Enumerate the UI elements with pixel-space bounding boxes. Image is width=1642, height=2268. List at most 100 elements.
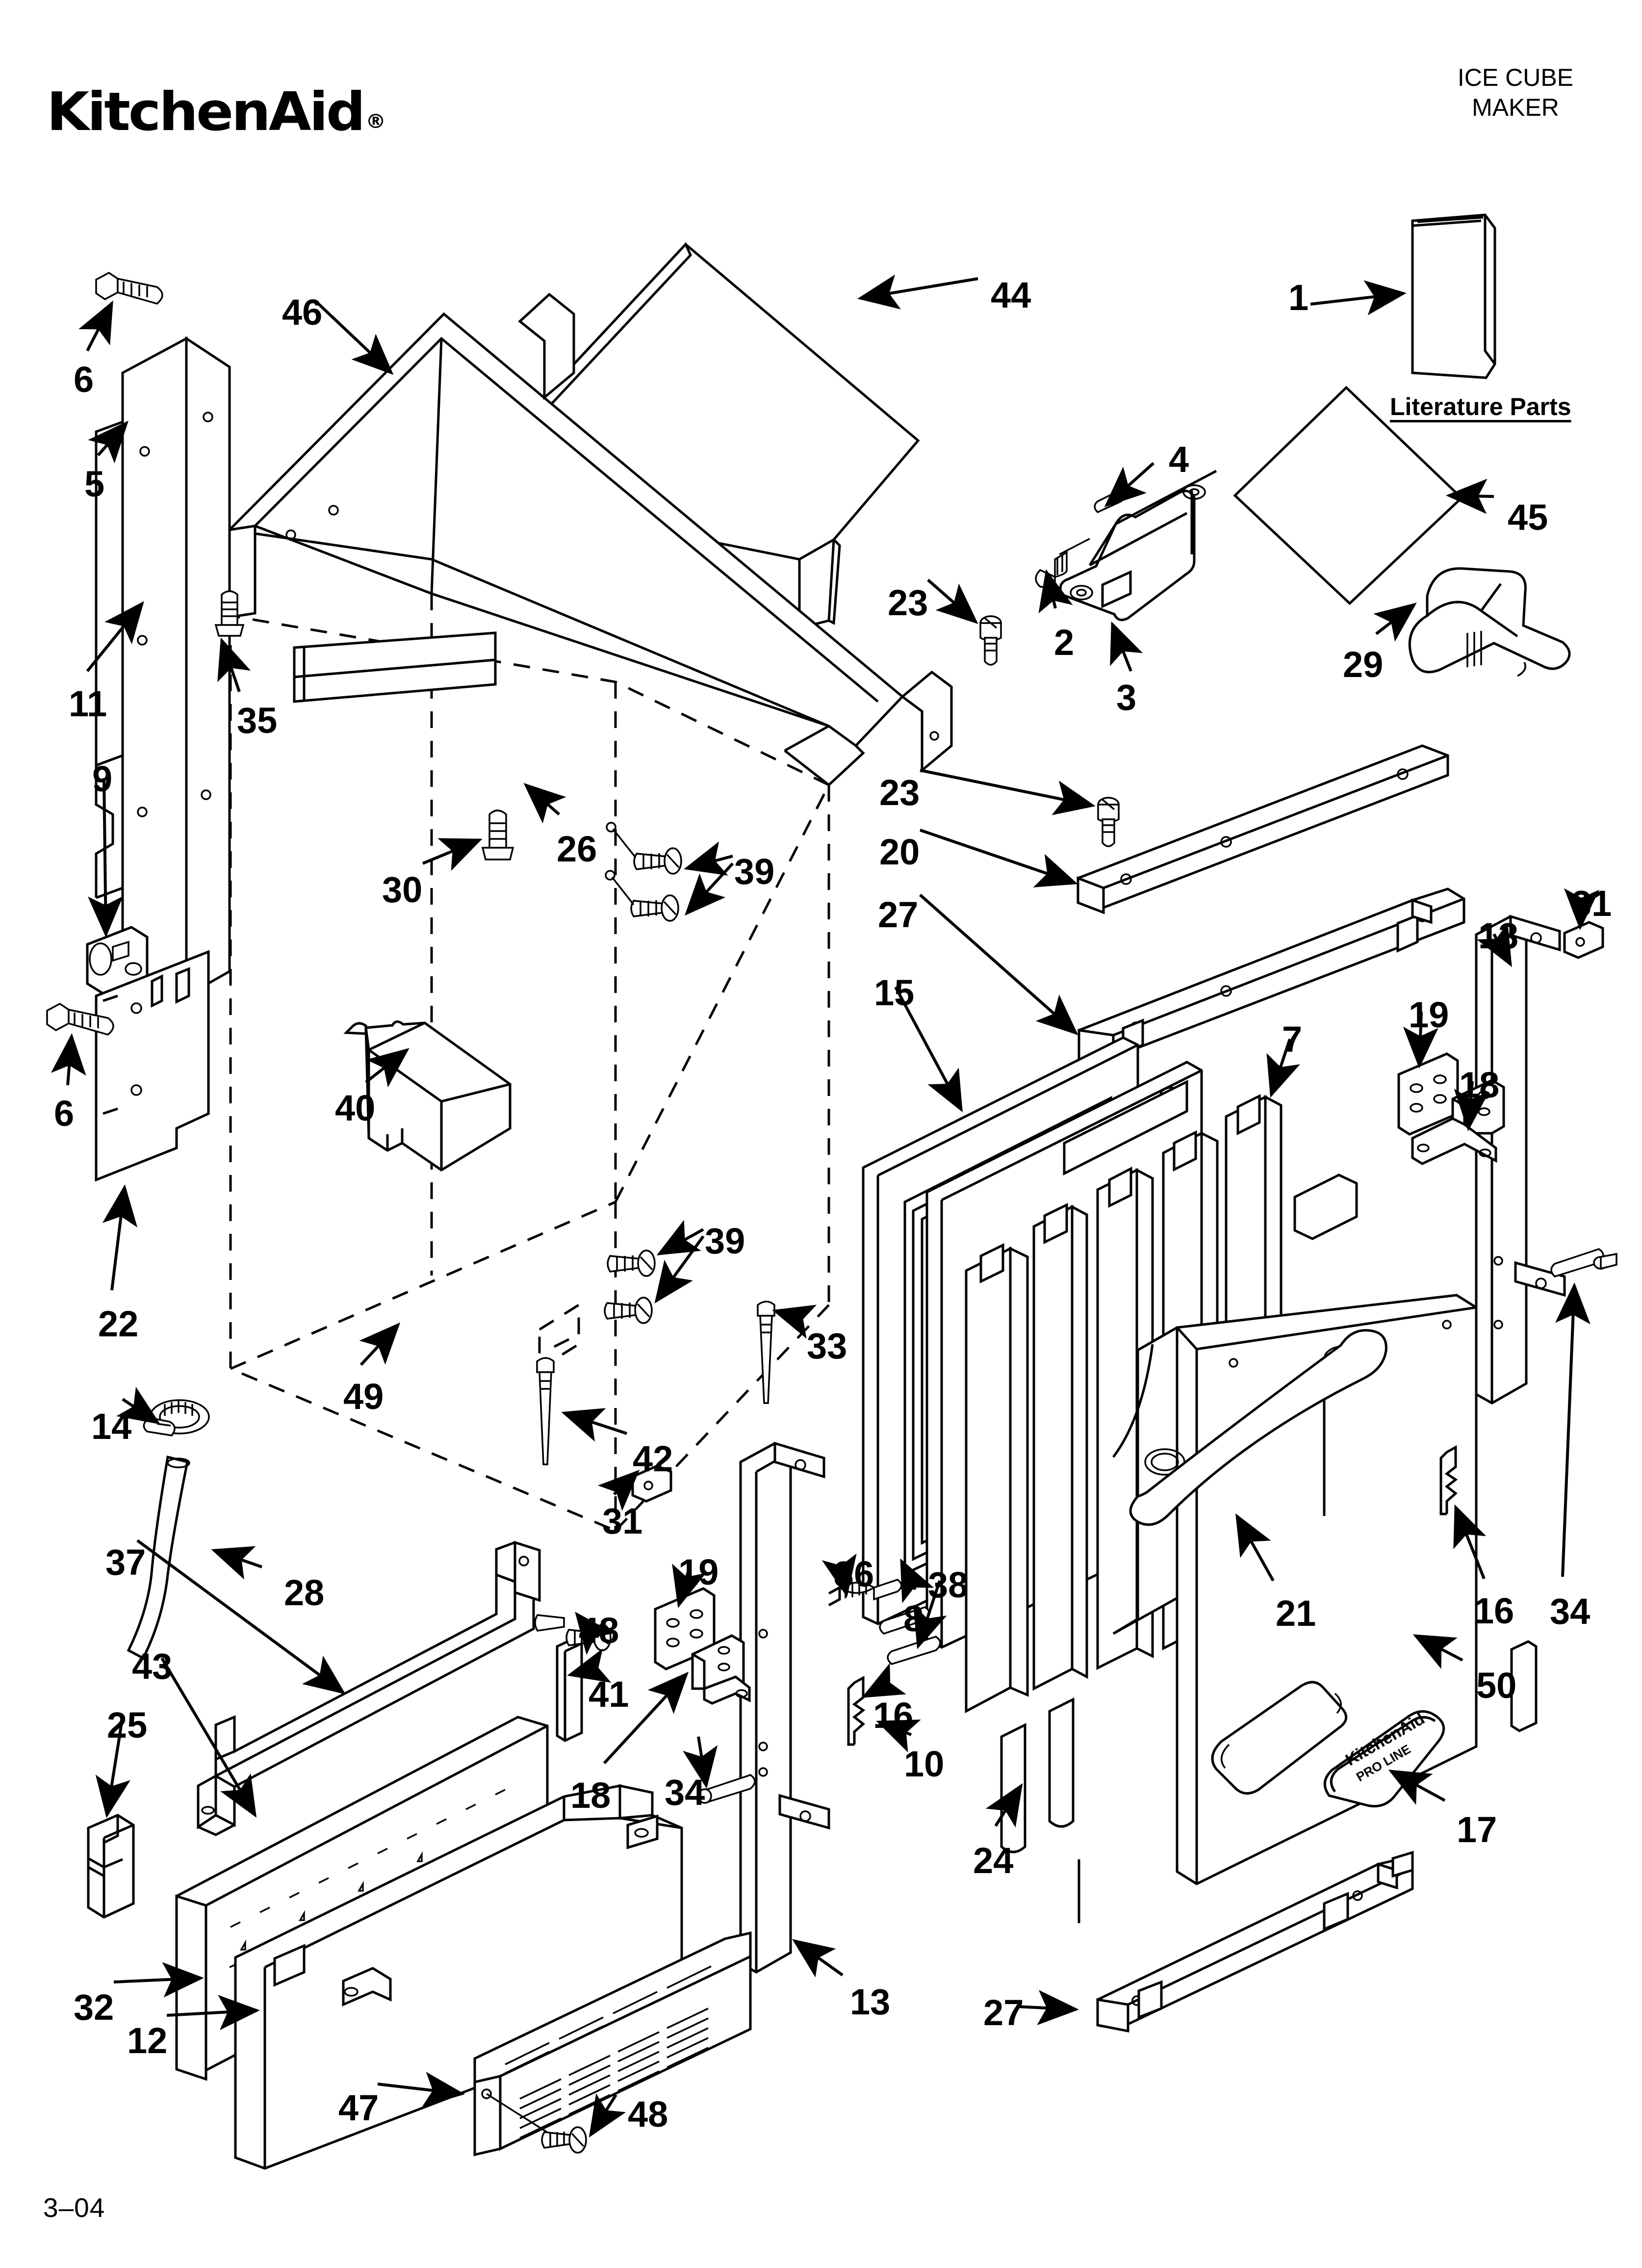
callout-nameplate-badge: 17 bbox=[1457, 1809, 1497, 1850]
part-screw-top-rear bbox=[979, 615, 1002, 666]
callout-side-trim-left: 5 bbox=[84, 464, 105, 504]
callout-lower-rail: 27 bbox=[878, 894, 919, 935]
callout-door-inner-trim: 24 bbox=[973, 1840, 1014, 1881]
callout-dowel-pin: 8 bbox=[903, 1598, 924, 1639]
part-screw-grille-lower bbox=[541, 2126, 587, 2154]
part-trim-strip-right bbox=[1510, 1640, 1538, 1732]
part-hinge-clip-upper bbox=[1563, 921, 1604, 959]
callout-hinge-clip-mid: 16 bbox=[873, 1695, 914, 1736]
part-bottom-rail bbox=[1078, 1851, 1414, 2033]
part-louvered-grille bbox=[473, 1931, 752, 2157]
part-hose-retainer bbox=[1408, 567, 1571, 677]
part-trim-strip bbox=[556, 1637, 583, 1742]
callout-roller-catch: 9 bbox=[92, 758, 113, 799]
part-clip-retainer bbox=[847, 1675, 866, 1746]
callout-screws-pair-lower: 39 bbox=[705, 1221, 745, 1261]
part-door-outer-panel bbox=[1112, 1294, 1478, 1885]
callout-side-panel-left: 22 bbox=[98, 1303, 139, 1344]
callout-screw-lower: 6 bbox=[54, 1093, 75, 1134]
callout-trim-strip: 41 bbox=[589, 1674, 629, 1715]
callout-screw-grille-lower: 48 bbox=[628, 2094, 668, 2135]
callout-insulation-assembly: 43 bbox=[132, 1646, 173, 1687]
callout-screw-pan: 42 bbox=[633, 1438, 673, 1479]
part-nameplate-badge: KitchenAid PRO LINE bbox=[1323, 1709, 1445, 1808]
callout-screw-grille-upper: 48 bbox=[579, 1610, 619, 1651]
callout-kick-panel: 12 bbox=[127, 2020, 168, 2061]
callout-hinge-post-right: 13 bbox=[1478, 915, 1519, 956]
callout-cabinet-top-frame: 46 bbox=[282, 292, 323, 333]
callout-spacer-sleeve: 4 bbox=[1169, 439, 1189, 480]
callout-ice-scoop-chute: 40 bbox=[335, 1088, 376, 1128]
callout-screws-pair-upper: 39 bbox=[734, 851, 775, 892]
callout-hose-clamp: 14 bbox=[91, 1406, 132, 1447]
callout-screw-bracket-top: 30 bbox=[382, 869, 423, 910]
part-screw-upper bbox=[95, 271, 163, 305]
part-side-panel-left bbox=[95, 950, 210, 1182]
part-screw-lower bbox=[46, 1002, 114, 1036]
callout-hinge-clip-lower: 31 bbox=[602, 1501, 643, 1541]
callout-upper-rail: 20 bbox=[879, 832, 920, 872]
part-pin-right bbox=[1550, 1248, 1617, 1277]
callout-diamond-plate: 45 bbox=[1508, 497, 1548, 538]
callout-leaders bbox=[51, 274, 1599, 2138]
callout-door-outer-panel: 50 bbox=[1476, 1665, 1517, 1706]
callout-front-rail-upper: 37 bbox=[105, 1542, 146, 1583]
callout-insulation-panel: 32 bbox=[74, 1987, 114, 2028]
part-bushing bbox=[887, 1636, 941, 1665]
callout-hinge-plate-mid: 19 bbox=[678, 1552, 719, 1592]
cabinet-hidden-outline bbox=[229, 594, 830, 1532]
callout-corner-block: 25 bbox=[107, 1705, 148, 1746]
page-title: ICE CUBE MAKER bbox=[1457, 64, 1574, 121]
part-lower-rail bbox=[1078, 887, 1465, 1069]
part-bracket-strap bbox=[1059, 469, 1217, 622]
part-upper-rail bbox=[1077, 744, 1449, 914]
callout-door-trim-stack: 7 bbox=[1282, 1019, 1303, 1060]
part-kick-panel bbox=[234, 1784, 683, 2170]
callout-hinge-clip-upper: 31 bbox=[1571, 883, 1612, 924]
part-hinge-clip-right bbox=[1439, 1445, 1458, 1515]
callout-hose-retainer: 29 bbox=[1343, 644, 1384, 685]
callout-drain-hose: 28 bbox=[284, 1572, 325, 1613]
part-left-upright-panel bbox=[95, 336, 231, 1027]
part-screws-pair-lower bbox=[604, 1250, 656, 1324]
callout-clip-retainer: 10 bbox=[904, 1744, 945, 1784]
callout-angle-bracket-mid: 18 bbox=[570, 1775, 611, 1816]
part-screw-rail bbox=[1097, 797, 1120, 847]
callout-screw-top-rear: 23 bbox=[888, 582, 928, 623]
part-screw-pan bbox=[536, 1357, 555, 1465]
part-hinge-post-right bbox=[1475, 914, 1566, 1405]
part-screw-long bbox=[757, 1301, 775, 1404]
callout-screw-long: 33 bbox=[807, 1326, 847, 1366]
callout-screw-upper: 6 bbox=[74, 359, 94, 400]
callout-grille-mount: 26 bbox=[557, 829, 597, 869]
part-hinge-post-lower bbox=[739, 1441, 830, 1974]
callout-hinge-post-lower: 13 bbox=[850, 1981, 891, 2022]
part-literature-pack bbox=[1411, 213, 1496, 379]
callout-pin-mid: 34 bbox=[665, 1772, 705, 1813]
callout-bottom-rail: 27 bbox=[983, 1992, 1024, 2033]
part-angle-bracket-mid bbox=[691, 1634, 751, 1705]
part-pin-mid bbox=[697, 1774, 756, 1804]
part-door-inner-trim bbox=[1000, 1697, 1075, 1853]
callout-literature-pack: 1 bbox=[1288, 277, 1309, 318]
revision-code: 3–04 bbox=[43, 2192, 105, 2223]
part-screw-bracket-top bbox=[481, 809, 514, 860]
callout-screw-bracket: 2 bbox=[1054, 622, 1075, 663]
callout-screw-rail: 23 bbox=[879, 772, 920, 813]
part-screws-pair-upper bbox=[605, 822, 682, 922]
part-corner-block bbox=[87, 1814, 135, 1919]
callout-louvered-grille: 47 bbox=[338, 2087, 379, 2128]
kitchenaid-logo: KitchenAid® bbox=[47, 86, 386, 139]
part-screw-hex bbox=[214, 590, 245, 637]
callout-top-cover-panel: 44 bbox=[991, 275, 1031, 315]
callout-bushing: 38 bbox=[928, 1564, 969, 1605]
callout-left-upright-panel: 11 bbox=[69, 683, 107, 724]
callout-pin-right: 34 bbox=[1550, 1591, 1591, 1632]
callout-cabinet-liner: 49 bbox=[343, 1376, 384, 1417]
callout-bracket-strap: 3 bbox=[1116, 677, 1137, 718]
part-drain-hose bbox=[127, 1455, 190, 1660]
part-hose-clamp bbox=[143, 1399, 210, 1436]
callout-angle-bracket-right: 18 bbox=[1459, 1065, 1500, 1105]
